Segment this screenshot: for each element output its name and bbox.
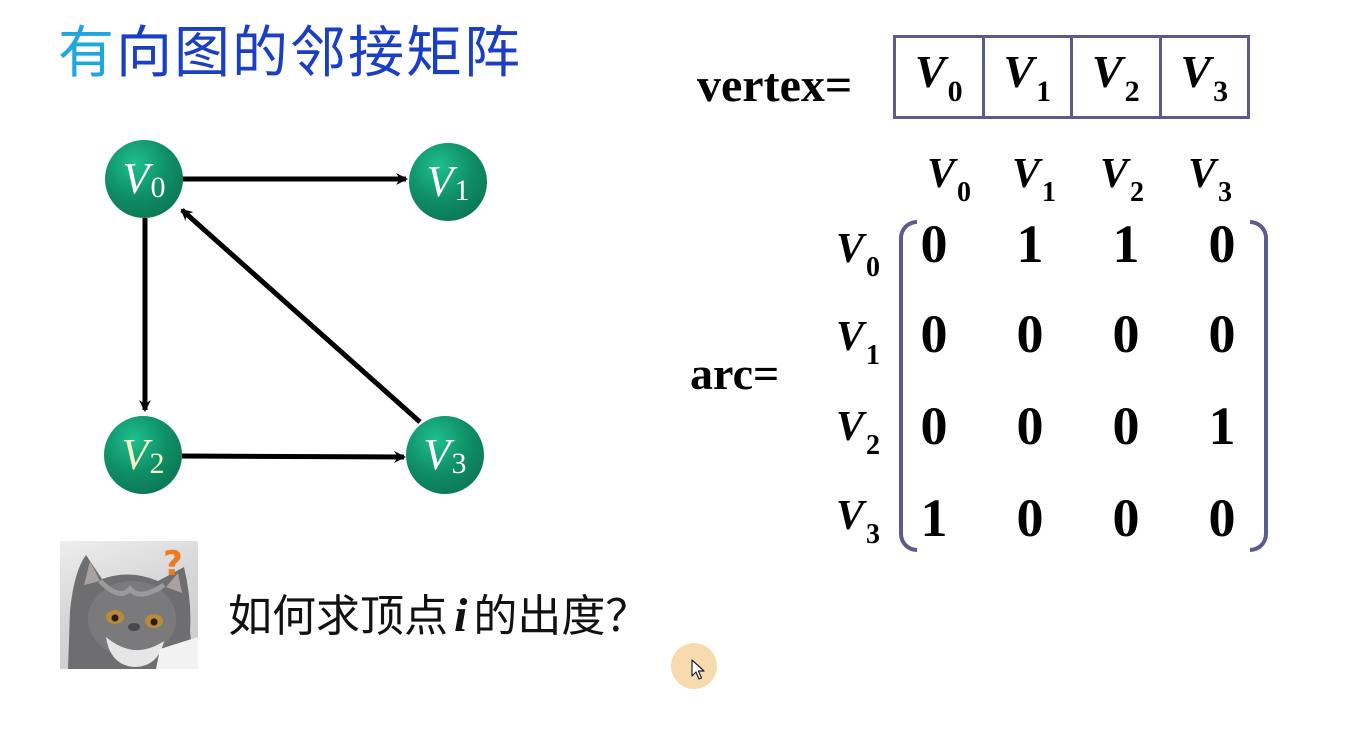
vertex-cell-2: V2 [1073, 38, 1162, 116]
vertex-index: 1 [1036, 75, 1052, 108]
matrix-cell: 0 [1112, 396, 1140, 456]
svg-text:?: ? [163, 544, 183, 584]
col-header-v3: V3 [1188, 150, 1232, 209]
header-symbol: V [836, 404, 865, 450]
question-suffix: 的出度？ [473, 591, 650, 642]
header-index: 0 [957, 177, 972, 208]
header-index: 0 [866, 252, 881, 283]
header-symbol: V [1100, 151, 1129, 197]
matrix-cell: 0 [1208, 488, 1236, 548]
header-symbol: V [836, 226, 865, 272]
matrix-cell: 0 [920, 304, 948, 364]
matrix-left-bracket [899, 220, 917, 552]
vertex-symbol: V [914, 46, 946, 97]
question-prefix: 如何求顶点 [228, 591, 448, 642]
node-symbol: V [423, 430, 451, 479]
header-symbol: V [1012, 151, 1041, 197]
matrix-cell: 0 [1016, 488, 1044, 548]
matrix-cell: 0 [920, 396, 948, 456]
node-index: 1 [454, 174, 470, 207]
vertex-symbol: V [1091, 46, 1123, 97]
matrix-cell: 0 [1016, 396, 1044, 456]
node-symbol: V [426, 157, 454, 206]
matrix-right-bracket [1250, 220, 1268, 552]
matrix-cell: 0 [1016, 304, 1044, 364]
header-index: 3 [866, 519, 881, 550]
row-header-v0: V0 [836, 225, 880, 284]
matrix-cell: 1 [1208, 396, 1236, 456]
vertex-symbol: V [1180, 46, 1212, 97]
edge-v2-v3 [181, 450, 406, 463]
vertex-symbol: V [1003, 46, 1035, 97]
vertex-cell-1: V1 [985, 38, 1073, 116]
header-symbol: V [927, 151, 956, 197]
vertex-index: 3 [1213, 75, 1229, 108]
vertex-index: 2 [1124, 75, 1140, 108]
header-index: 3 [1218, 177, 1233, 208]
arc-label: arc= [690, 348, 780, 399]
title-first-char: 有 [58, 21, 116, 86]
vertex-cell-0: V0 [896, 38, 985, 116]
matrix-cell: 1 [1016, 214, 1044, 274]
confused-cat-icon: ? [60, 541, 198, 669]
node-index: 3 [451, 447, 467, 480]
page-title: 有向图的邻接矩阵 [58, 14, 522, 94]
matrix-cell: 1 [1112, 214, 1140, 274]
node-index: 2 [149, 447, 165, 480]
matrix-cell: 0 [1208, 214, 1236, 274]
node-symbol: V [122, 154, 150, 203]
title-rest: 向图的邻接矩阵 [116, 21, 522, 86]
vertex-label: vertex= [697, 59, 853, 112]
matrix-cell: 1 [920, 488, 948, 548]
header-index: 1 [866, 340, 881, 371]
node-symbol: V [121, 430, 149, 479]
mouse-pointer-icon [691, 659, 707, 686]
col-header-v1: V1 [1012, 150, 1056, 209]
vertex-array: V0 V1 V2 V3 [893, 35, 1250, 119]
question-variable: i [454, 589, 468, 642]
vertex-index: 0 [947, 75, 963, 108]
row-header-v3: V3 [836, 492, 880, 551]
col-header-v2: V2 [1100, 150, 1144, 209]
matrix-cell: 0 [1112, 304, 1140, 364]
col-header-v0: V0 [927, 150, 971, 209]
matrix-cell: 0 [920, 214, 948, 274]
row-header-v2: V2 [836, 403, 880, 462]
header-index: 2 [1130, 177, 1145, 208]
node-index: 0 [150, 171, 166, 204]
vertex-cell-3: V3 [1162, 38, 1248, 116]
header-symbol: V [1188, 151, 1217, 197]
edge-v3-v0 [180, 208, 422, 424]
matrix-cell: 0 [1208, 304, 1236, 364]
header-index: 1 [1042, 177, 1057, 208]
header-index: 2 [866, 430, 881, 461]
row-header-v1: V1 [836, 313, 880, 372]
header-symbol: V [836, 493, 865, 539]
matrix-cell: 0 [1112, 488, 1140, 548]
header-symbol: V [836, 314, 865, 360]
graph-edges [139, 173, 422, 463]
